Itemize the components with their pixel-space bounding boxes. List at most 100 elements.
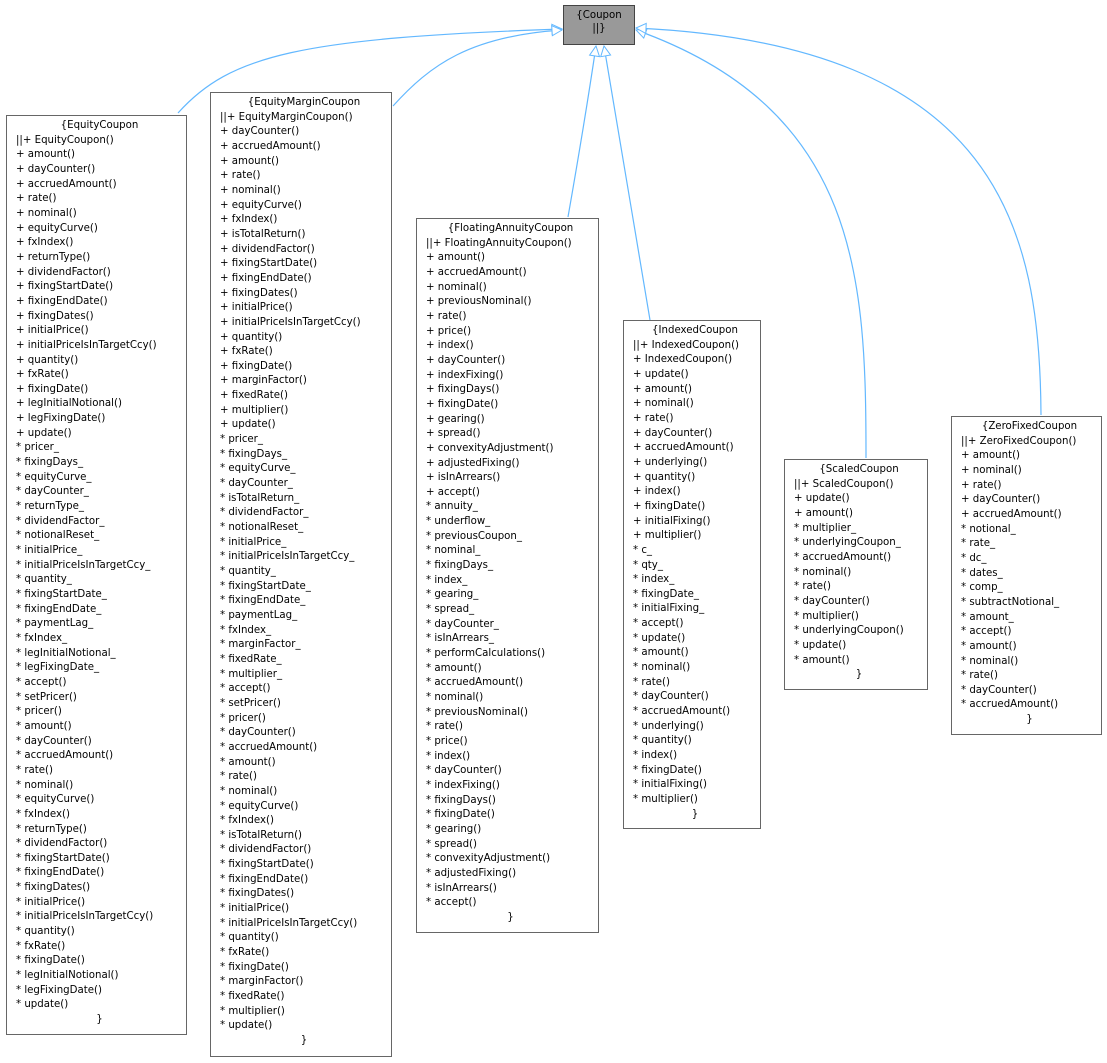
member-line: + update() bbox=[220, 419, 276, 431]
member-line: * multiplier() bbox=[794, 610, 859, 622]
member-line: * legFixingDate() bbox=[16, 984, 102, 996]
member-line: + amount() bbox=[961, 450, 1021, 462]
member-line: + fxRate() bbox=[220, 346, 273, 358]
member-line: + initialPriceIsInTargetCcy() bbox=[16, 339, 157, 351]
member-line: * rate() bbox=[16, 764, 53, 776]
member-line: * index_ bbox=[426, 574, 468, 586]
member-line: * fxIndex() bbox=[220, 815, 274, 827]
member-line: * dividendFactor() bbox=[220, 844, 312, 856]
class-scaled-coupon: {ScaledCoupon||+ ScaledCoupon()+ update(… bbox=[784, 459, 928, 690]
constructor-line: ||+ IndexedCoupon() bbox=[633, 339, 740, 351]
member-line: * fixingDays_ bbox=[220, 448, 288, 460]
member-line: * accruedAmount() bbox=[16, 750, 114, 762]
class-name: {FloatingAnnuityCoupon bbox=[447, 223, 574, 234]
member-line: * multiplier() bbox=[633, 794, 698, 805]
member-line: * accruedAmount() bbox=[426, 677, 524, 689]
member-line: * fixingStartDate_ bbox=[16, 589, 107, 600]
member-line: * fxIndex() bbox=[16, 808, 70, 820]
member-line: + fixingEndDate() bbox=[220, 272, 312, 284]
member-line: * marginFactor() bbox=[220, 976, 304, 988]
member-line: * underlyingCoupon_ bbox=[794, 537, 901, 549]
member-line: * fixingDates() bbox=[220, 888, 295, 900]
constructor-line: ||+ EquityCoupon() bbox=[16, 134, 114, 146]
coupon-class-members: ||} bbox=[592, 23, 606, 34]
class-zero-fixed-coupon: {ZeroFixedCoupon||+ ZeroFixedCoupon()+ a… bbox=[951, 416, 1102, 735]
member-line: * underlyingCoupon() bbox=[794, 625, 904, 637]
class-name: {IndexedCoupon bbox=[652, 325, 738, 336]
member-line: * quantity() bbox=[220, 932, 279, 944]
member-line: * setPricer() bbox=[220, 697, 281, 709]
member-line: * paymentLag_ bbox=[220, 609, 298, 621]
member-line: * returnType() bbox=[16, 823, 87, 835]
member-line: * fxIndex_ bbox=[16, 632, 68, 644]
member-line: * isTotalReturn() bbox=[220, 829, 303, 841]
member-line: + legInitialNotional() bbox=[16, 398, 122, 410]
member-line: * fxRate() bbox=[16, 940, 66, 952]
member-line: * fixingStartDate() bbox=[220, 859, 314, 871]
member-line: * underlying() bbox=[633, 720, 704, 732]
class-closing-brace: } bbox=[96, 1014, 103, 1026]
member-line: * quantity() bbox=[16, 926, 75, 938]
member-line: * dividendFactor() bbox=[16, 838, 108, 850]
class-closing-brace: } bbox=[855, 669, 863, 681]
member-line: * index() bbox=[633, 750, 678, 762]
member-line: * initialPriceIsInTargetCcy_ bbox=[16, 559, 151, 571]
member-line: + multiplier() bbox=[220, 404, 289, 416]
member-line: + accruedAmount() bbox=[426, 266, 527, 278]
member-line: * notionalReset_ bbox=[220, 522, 304, 534]
member-line: * gearing_ bbox=[426, 589, 479, 601]
member-line: * isInArrears() bbox=[426, 882, 497, 894]
member-line: + update() bbox=[794, 493, 850, 505]
member-line: * fxIndex_ bbox=[220, 624, 272, 636]
member-line: * dayCounter() bbox=[961, 684, 1037, 696]
member-line: * pricer() bbox=[220, 712, 266, 724]
member-line: + accept() bbox=[426, 486, 480, 498]
member-line: * nominal() bbox=[426, 692, 484, 703]
member-line: * nominal() bbox=[633, 662, 691, 674]
member-line: + accruedAmount() bbox=[220, 140, 321, 152]
member-line: + dayCounter() bbox=[220, 126, 300, 138]
member-line: + index() bbox=[633, 486, 681, 498]
member-line: * setPricer() bbox=[16, 691, 77, 703]
member-line: * dayCounter_ bbox=[220, 478, 293, 490]
member-line: * amount() bbox=[794, 654, 850, 666]
member-line: * accruedAmount() bbox=[220, 741, 318, 753]
member-line: * gearing() bbox=[426, 823, 482, 835]
member-line: * accept() bbox=[426, 897, 477, 909]
member-line: * equityCurve_ bbox=[16, 471, 92, 483]
constructor-line: ||+ FloatingAnnuityCoupon() bbox=[426, 237, 572, 249]
member-line: * returnType_ bbox=[16, 501, 84, 513]
member-line: * multiplier() bbox=[220, 1005, 285, 1017]
member-line: * amount() bbox=[16, 720, 72, 732]
member-line: * amount() bbox=[961, 640, 1017, 652]
member-line: + price() bbox=[426, 325, 472, 337]
class-floating-annuity-coupon: {FloatingAnnuityCoupon ||+ FloatingAnnuit… bbox=[416, 218, 599, 933]
member-line: + nominal() bbox=[16, 207, 77, 219]
member-line: + fixingDate() bbox=[16, 383, 89, 395]
member-line: * fixingDate() bbox=[16, 955, 85, 967]
member-line: + underlying() bbox=[633, 456, 708, 468]
member-line: + nominal() bbox=[220, 184, 281, 196]
member-line: + rate() bbox=[16, 193, 57, 205]
member-line: * legInitialNotional_ bbox=[16, 647, 116, 659]
member-line: * rate() bbox=[633, 676, 670, 688]
member-line: * nominal() bbox=[794, 566, 852, 578]
member-line: * quantity() bbox=[633, 735, 692, 747]
member-line: * dividendFactor_ bbox=[16, 515, 105, 527]
member-line: * underflow_ bbox=[426, 516, 491, 528]
member-line: + update() bbox=[633, 368, 689, 380]
member-line: * update() bbox=[633, 632, 686, 644]
member-line: + dayCounter() bbox=[426, 354, 506, 366]
edge-equity-margin-coupon bbox=[392, 30, 562, 107]
member-line: + accruedAmount() bbox=[16, 178, 117, 190]
class-name: {ZeroFixedCoupon bbox=[981, 421, 1078, 432]
member-line: * rate() bbox=[220, 771, 257, 783]
member-line: * multiplier_ bbox=[220, 668, 283, 680]
member-line: * fixingDate() bbox=[220, 961, 289, 973]
member-line: * isInArrears_ bbox=[426, 633, 494, 645]
member-line: * fixingEndDate_ bbox=[220, 595, 306, 607]
coupon-base-class: {Coupon ||} bbox=[563, 5, 635, 45]
member-line: * isTotalReturn_ bbox=[220, 492, 300, 504]
